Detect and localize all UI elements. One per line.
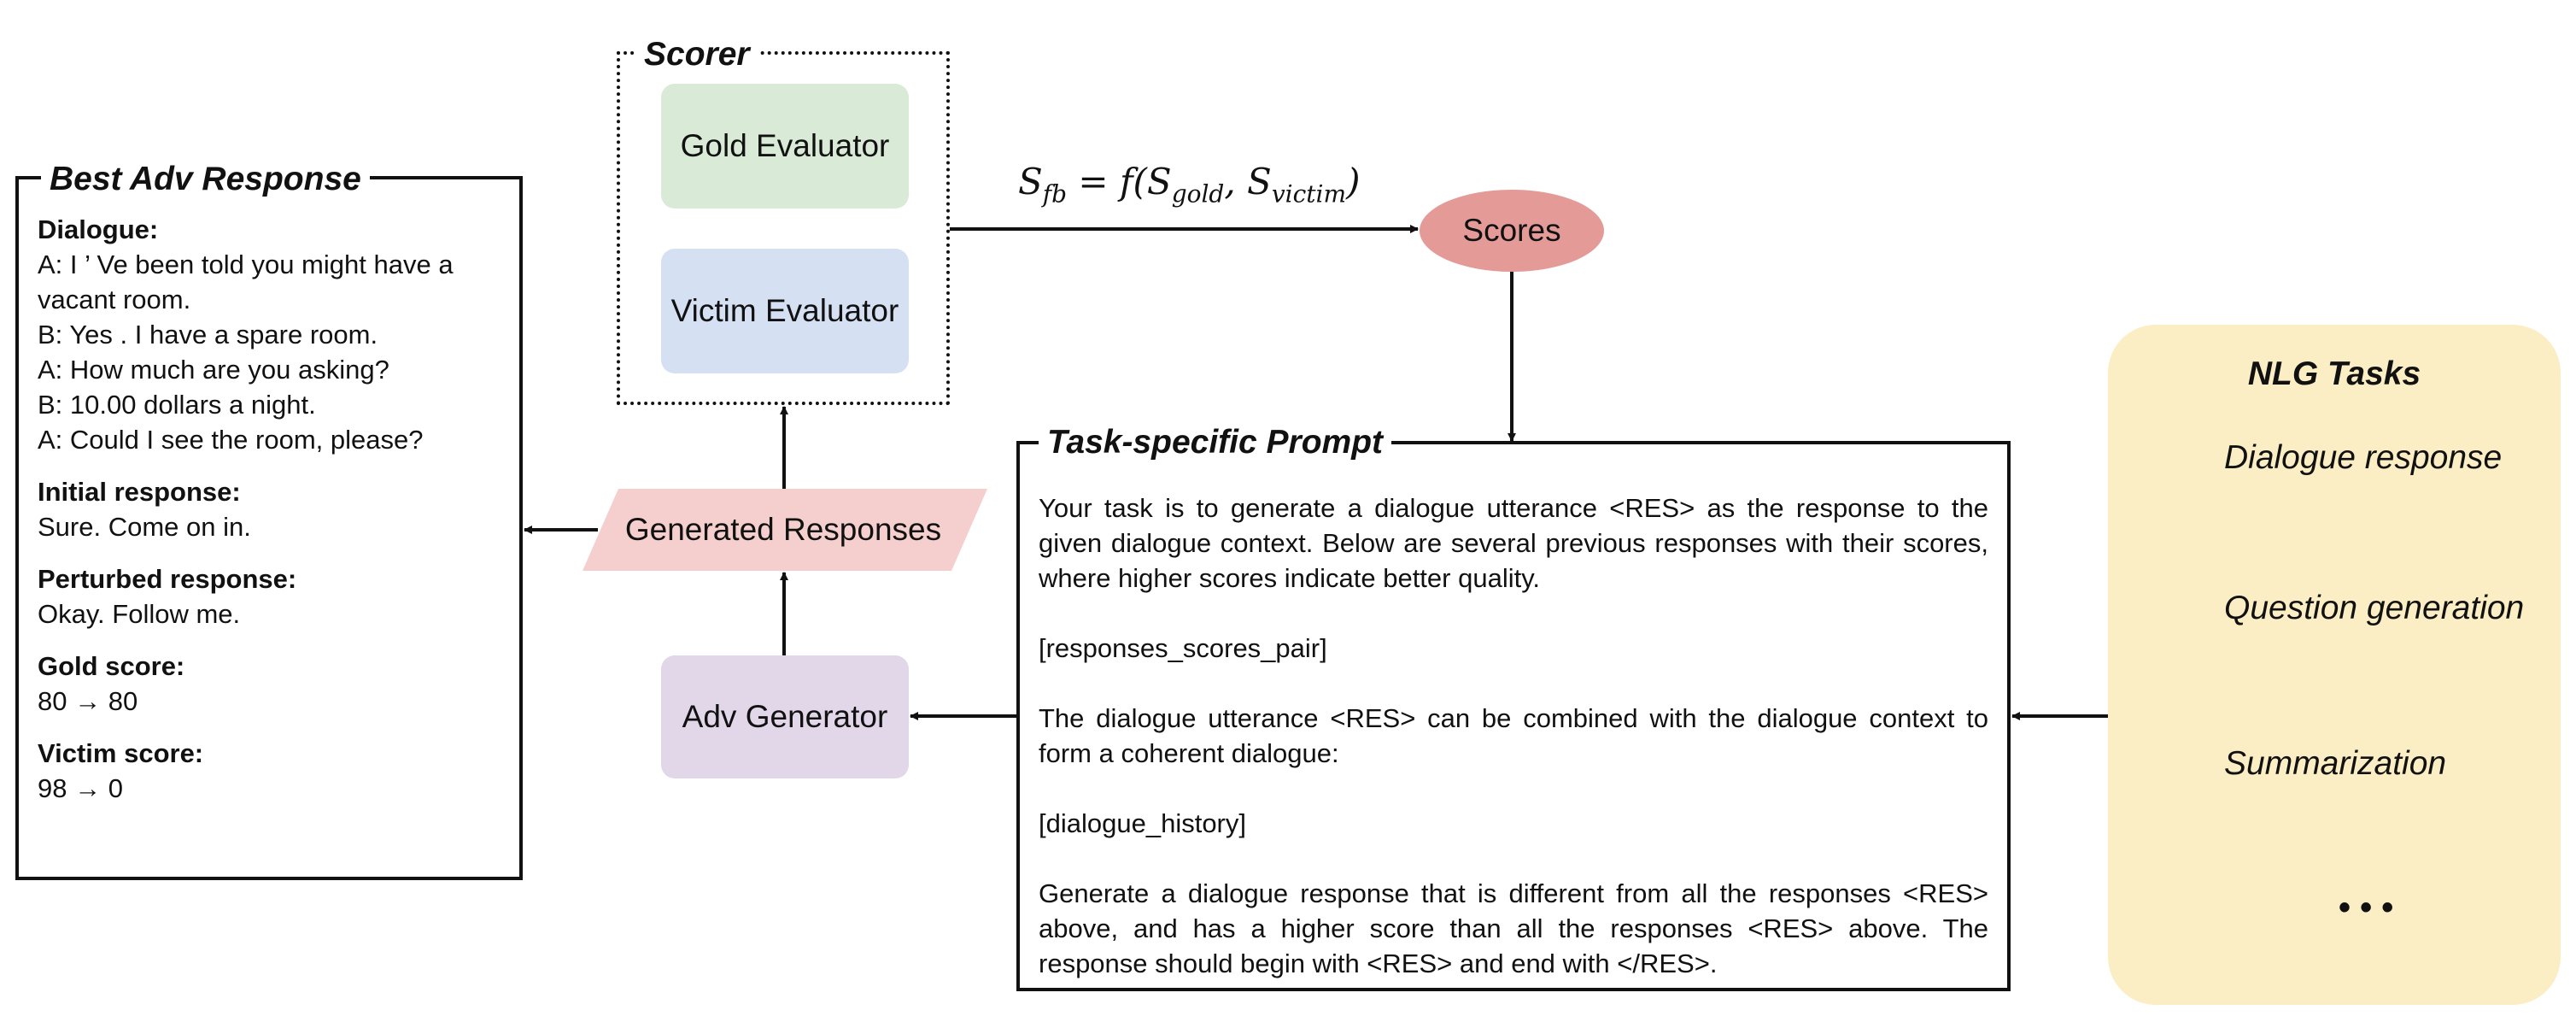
formula-subscript: victim [1271, 179, 1347, 209]
perturbed-response-heading: Perturbed response: [38, 564, 297, 594]
nlg-tasks-title: NLG Tasks [2247, 355, 2421, 392]
victim-evaluator-node: Victim Evaluator [661, 249, 909, 373]
task-specific-prompt-panel: Task-specific Prompt Your task is to gen… [1016, 426, 2011, 991]
nlg-tasks-panel [2108, 325, 2561, 1005]
task-question-generation: Question generation [2224, 590, 2525, 626]
formula-subscript: gold [1171, 179, 1225, 209]
perturbed-response-text: Okay. Follow me. [38, 599, 241, 629]
prompt-paragraph: [dialogue_history] [1039, 808, 1246, 838]
prompt-content: Your task is to generate a dialogue utte… [1039, 490, 1988, 981]
victim-score-text: 98 → 0 [38, 773, 123, 803]
generated-responses-node: Generated Responses [624, 512, 942, 547]
prompt-paragraph: [responses_scores_pair] [1039, 633, 1327, 663]
gold-score-text: 80 → 80 [38, 686, 138, 716]
task-dialogue-response: Dialogue response [2224, 439, 2503, 476]
victim-score-heading: Victim score: [38, 738, 204, 768]
prompt-paragraph: Generate a dialogue response that is dif… [1039, 878, 1988, 978]
scores-ellipse [1420, 190, 1604, 272]
dialogue-line: A: Could I see the room, please? [38, 425, 424, 455]
task-specific-prompt-title: Task-specific Prompt [1039, 426, 1392, 459]
score-formula: Sfb = f(Sgold, Svictim) [1018, 161, 1360, 208]
scores-node: Scores [1462, 213, 1561, 248]
dialogue-line: B: 10.00 dollars a night. [38, 390, 316, 420]
dialogue-heading: Dialogue: [38, 214, 159, 244]
formula-part: , S [1224, 161, 1272, 203]
dialogue-line: A: How much are you asking? [38, 355, 389, 385]
dialogue-line: B: Yes . I have a spare room. [38, 320, 378, 349]
task-summarization: Summarization [2224, 745, 2447, 782]
formula-subscript: fb [1042, 179, 1068, 209]
formula-part: S [1018, 161, 1043, 203]
scorer-title: Scorer [635, 38, 758, 71]
initial-response-heading: Initial response: [38, 477, 241, 507]
adv-generator-node: Adv Generator [661, 655, 909, 778]
scorer-box: Scorer [617, 38, 950, 405]
best-adv-response-panel: Best Adv Response Dialogue: A: I ’ Ve be… [15, 162, 523, 880]
prompt-paragraph: Your task is to generate a dialogue utte… [1039, 493, 1988, 593]
best-adv-response-title: Best Adv Response [41, 162, 370, 196]
initial-response-text: Sure. Come on in. [38, 512, 251, 542]
prompt-paragraph: The dialogue utterance <RES> can be comb… [1039, 703, 1988, 768]
gold-evaluator-node: Gold Evaluator [661, 84, 909, 209]
gold-score-heading: Gold score: [38, 651, 185, 681]
formula-part: = f(S [1067, 161, 1172, 203]
ellipsis: • • • [2339, 889, 2394, 926]
generated-responses-shape [583, 489, 987, 571]
formula-part: ) [1346, 161, 1361, 203]
best-adv-response-content: Dialogue: A: I ’ Ve been told you might … [38, 212, 506, 806]
dialogue-line: A: I ’ Ve been told you might have a vac… [38, 250, 454, 314]
